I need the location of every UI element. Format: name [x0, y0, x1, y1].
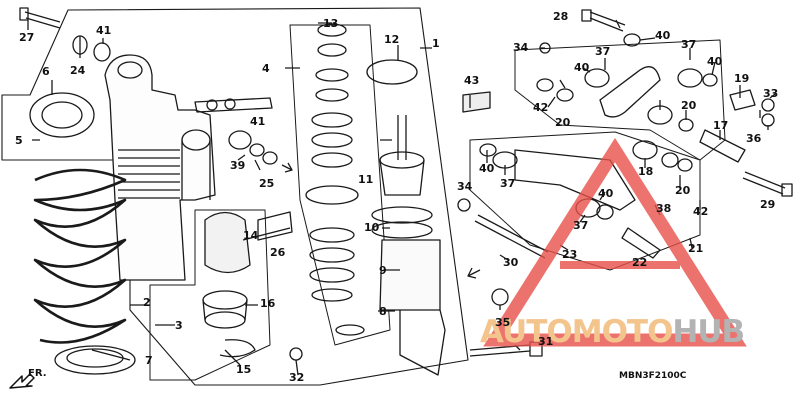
watermark-text: AUTOMOTOHUB	[480, 314, 745, 350]
callout-33: 33	[763, 87, 779, 100]
callout-41-b: 41	[250, 115, 266, 128]
front-direction-arrow-icon	[9, 373, 35, 389]
watermark-text-part3: HUB	[672, 314, 745, 350]
callout-9: 9	[379, 264, 387, 277]
bolt-30	[474, 214, 549, 259]
callout-40-a: 40	[655, 29, 671, 42]
group-outline-1	[1, 7, 469, 386]
direction-label: FR.	[28, 368, 47, 379]
watermark-text-part1: AUTO	[480, 314, 573, 350]
callout-7: 7	[145, 354, 153, 367]
callout-42-b: 42	[693, 205, 709, 218]
callout-37-d: 37	[573, 219, 589, 232]
spring	[33, 168, 127, 344]
callout-25: 25	[259, 177, 275, 190]
callout-36: 36	[746, 132, 762, 145]
callout-37-a: 37	[595, 45, 611, 58]
group-outline-linkage-lower	[469, 131, 701, 271]
callout-41-a: 41	[96, 24, 112, 37]
callout-13: 13	[323, 17, 339, 30]
callout-20-c: 20	[675, 184, 691, 197]
callout-5: 5	[15, 134, 23, 147]
callout-40-b: 40	[574, 61, 590, 74]
callout-12: 12	[384, 33, 400, 46]
diagram-code: MBN3F2100C	[619, 371, 687, 381]
callout-24: 24	[70, 64, 86, 77]
callout-14: 14	[243, 229, 259, 242]
callout-6: 6	[42, 65, 50, 78]
callout-2: 2	[143, 296, 151, 309]
callout-43: 43	[464, 74, 480, 87]
callout-15: 15	[236, 363, 252, 376]
callout-35: 35	[495, 316, 511, 329]
callout-4: 4	[262, 62, 270, 75]
callout-28: 28	[553, 10, 569, 23]
callout-10: 10	[364, 221, 380, 234]
bolt-27	[24, 11, 61, 29]
damper-rod	[397, 115, 407, 160]
callout-37-b: 37	[681, 38, 697, 51]
group-outline-3	[149, 209, 271, 381]
bolt-28	[589, 11, 626, 32]
callout-8: 8	[379, 305, 387, 318]
callout-20-a: 20	[555, 116, 571, 129]
callout-21: 21	[688, 242, 704, 255]
linkage-arm-upper	[599, 66, 661, 118]
callout-38: 38	[656, 202, 672, 215]
callout-32: 32	[289, 371, 305, 384]
callout-18: 18	[638, 165, 654, 178]
callout-40-d: 40	[479, 162, 495, 175]
callout-22: 22	[632, 256, 648, 269]
callout-17: 17	[713, 119, 729, 132]
callout-40-c: 40	[707, 55, 723, 68]
callout-11: 11	[358, 173, 374, 186]
callout-34-a: 34	[513, 41, 529, 54]
watermark-text-part2: MOTO	[571, 314, 674, 350]
callout-1: 1	[432, 37, 440, 50]
callout-20-b: 20	[681, 99, 697, 112]
callout-39: 39	[230, 159, 246, 172]
callout-29: 29	[760, 198, 776, 211]
callout-37-c: 37	[500, 177, 516, 190]
callout-27: 27	[19, 31, 35, 44]
callout-31: 31	[538, 335, 554, 348]
callout-42-a: 42	[533, 101, 549, 114]
bolt-29	[742, 171, 786, 195]
group-outline-linkage-upper	[514, 39, 726, 161]
callout-23: 23	[562, 248, 578, 261]
callout-34-b: 34	[457, 180, 473, 193]
callout-30: 30	[503, 256, 519, 269]
group-outline-4	[289, 24, 391, 346]
callout-16: 16	[260, 297, 276, 310]
shock-body	[104, 54, 216, 281]
callout-3: 3	[175, 319, 183, 332]
watermark-triangle	[483, 137, 747, 347]
callout-40-e: 40	[598, 187, 614, 200]
callout-26: 26	[270, 246, 286, 259]
callout-19: 19	[734, 72, 750, 85]
